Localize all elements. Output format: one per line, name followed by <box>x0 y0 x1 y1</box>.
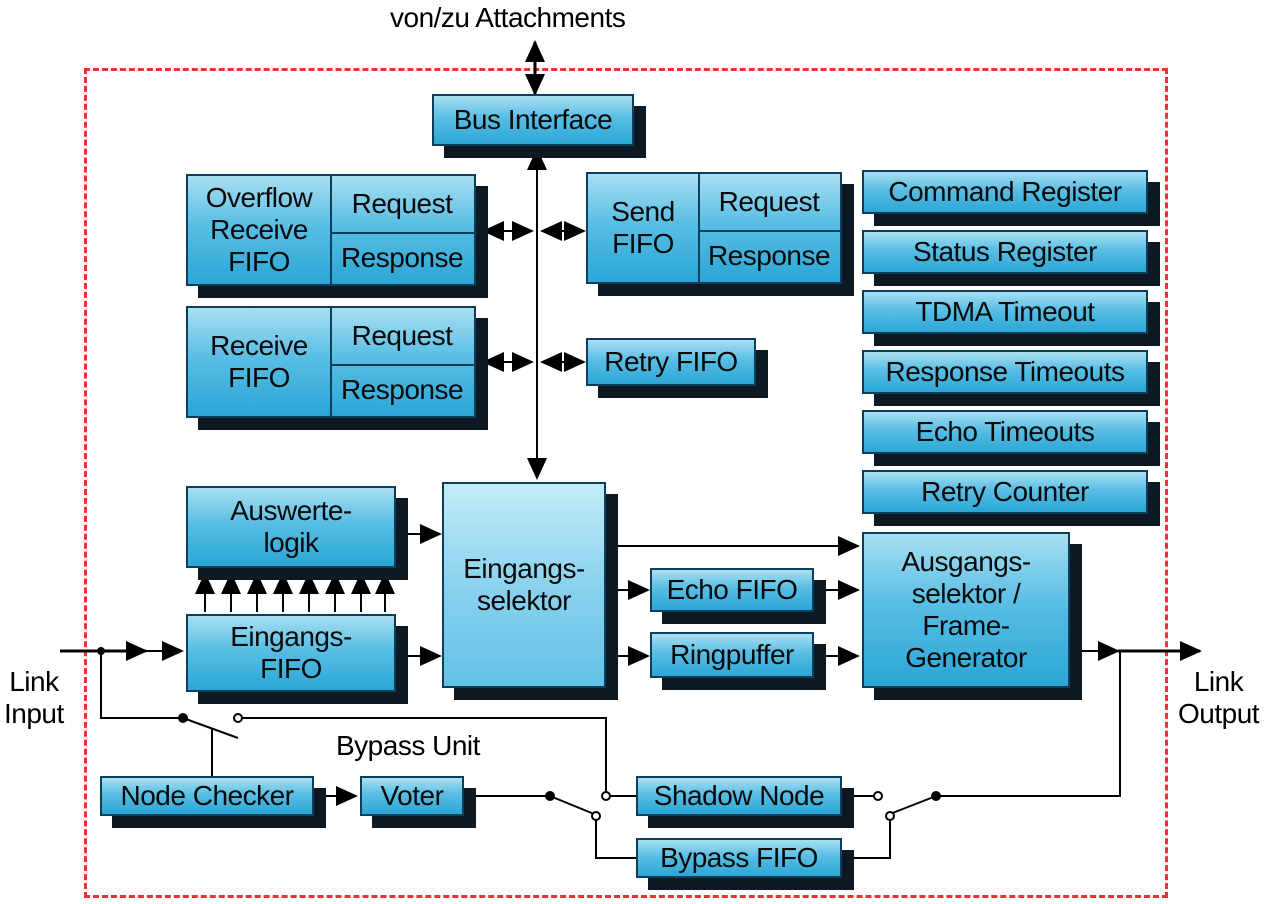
node-checker-block: Node Checker <box>100 776 314 816</box>
eingangs-fifo-label: Eingangs- FIFO <box>230 620 352 684</box>
response-timeouts-block: Response Timeouts <box>862 350 1148 394</box>
command-register-label: Command Register <box>888 175 1122 207</box>
receive-request-cell: Request <box>330 308 474 366</box>
status-register-label: Status Register <box>913 235 1097 267</box>
overflow-request-cell: Request <box>330 176 474 234</box>
retry-counter-label: Retry Counter <box>921 475 1089 507</box>
send-fifo-label: Send FIFO <box>588 174 700 282</box>
bypass-fifo-block: Bypass FIFO <box>636 838 842 878</box>
shadow-node-label: Shadow Node <box>653 779 825 811</box>
voter-block: Voter <box>360 776 464 816</box>
receive-fifo-label: Receive FIFO <box>188 308 332 416</box>
eingangs-fifo-block: Eingangs- FIFO <box>186 614 396 692</box>
echo-fifo-block: Echo FIFO <box>650 568 814 612</box>
retry-fifo-block: Retry FIFO <box>586 338 756 386</box>
status-register-block: Status Register <box>862 230 1148 274</box>
auswertelogik-block: Auswerte- logik <box>186 486 396 568</box>
bus-interface-block: Bus Interface <box>432 94 634 146</box>
ringpuffer-label: Ringpuffer <box>670 638 794 670</box>
receive-response-cell: Response <box>340 373 464 405</box>
tdma-timeout-label: TDMA Timeout <box>915 295 1095 327</box>
link-output-label: Link Output <box>1178 666 1260 730</box>
echo-timeouts-block: Echo Timeouts <box>862 410 1148 454</box>
eingangsselektor-block: Eingangs- selektor <box>442 482 606 688</box>
retry-counter-block: Retry Counter <box>862 470 1148 514</box>
send-fifo-block: Send FIFO Request Response <box>586 172 842 284</box>
overflow-receive-fifo-label: Overflow Receive FIFO <box>188 176 332 284</box>
bypass-unit-label: Bypass Unit <box>336 730 480 761</box>
receive-fifo-block: Receive FIFO Request Response <box>186 306 476 418</box>
auswertelogik-label: Auswerte- logik <box>230 494 352 558</box>
bus-interface-label: Bus Interface <box>453 103 613 135</box>
voter-label: Voter <box>380 779 444 811</box>
response-timeouts-label: Response Timeouts <box>885 355 1125 387</box>
echo-timeouts-label: Echo Timeouts <box>915 415 1095 447</box>
command-register-block: Command Register <box>862 170 1148 214</box>
bypass-fifo-label: Bypass FIFO <box>660 841 818 873</box>
overflow-response-cell: Response <box>340 241 464 273</box>
send-request-cell: Request <box>698 174 840 232</box>
link-input-label: Link Input <box>4 666 64 730</box>
echo-fifo-label: Echo FIFO <box>666 573 798 605</box>
ausgangsselektor-label: Ausgangs- selektor / Frame- Generator <box>901 545 1031 674</box>
ringpuffer-block: Ringpuffer <box>650 632 814 678</box>
ausgangsselektor-block: Ausgangs- selektor / Frame- Generator <box>862 532 1070 688</box>
unit-boundary-frame <box>84 68 1168 898</box>
retry-fifo-label: Retry FIFO <box>604 345 738 377</box>
send-response-cell: Response <box>707 239 831 271</box>
overflow-receive-fifo-block: Overflow Receive FIFO Request Response <box>186 174 476 286</box>
tdma-timeout-block: TDMA Timeout <box>862 290 1148 334</box>
node-checker-label: Node Checker <box>120 779 294 811</box>
attachments-label: von/zu Attachments <box>390 2 626 33</box>
shadow-node-block: Shadow Node <box>636 776 842 816</box>
eingangsselektor-label: Eingangs- selektor <box>463 552 585 616</box>
